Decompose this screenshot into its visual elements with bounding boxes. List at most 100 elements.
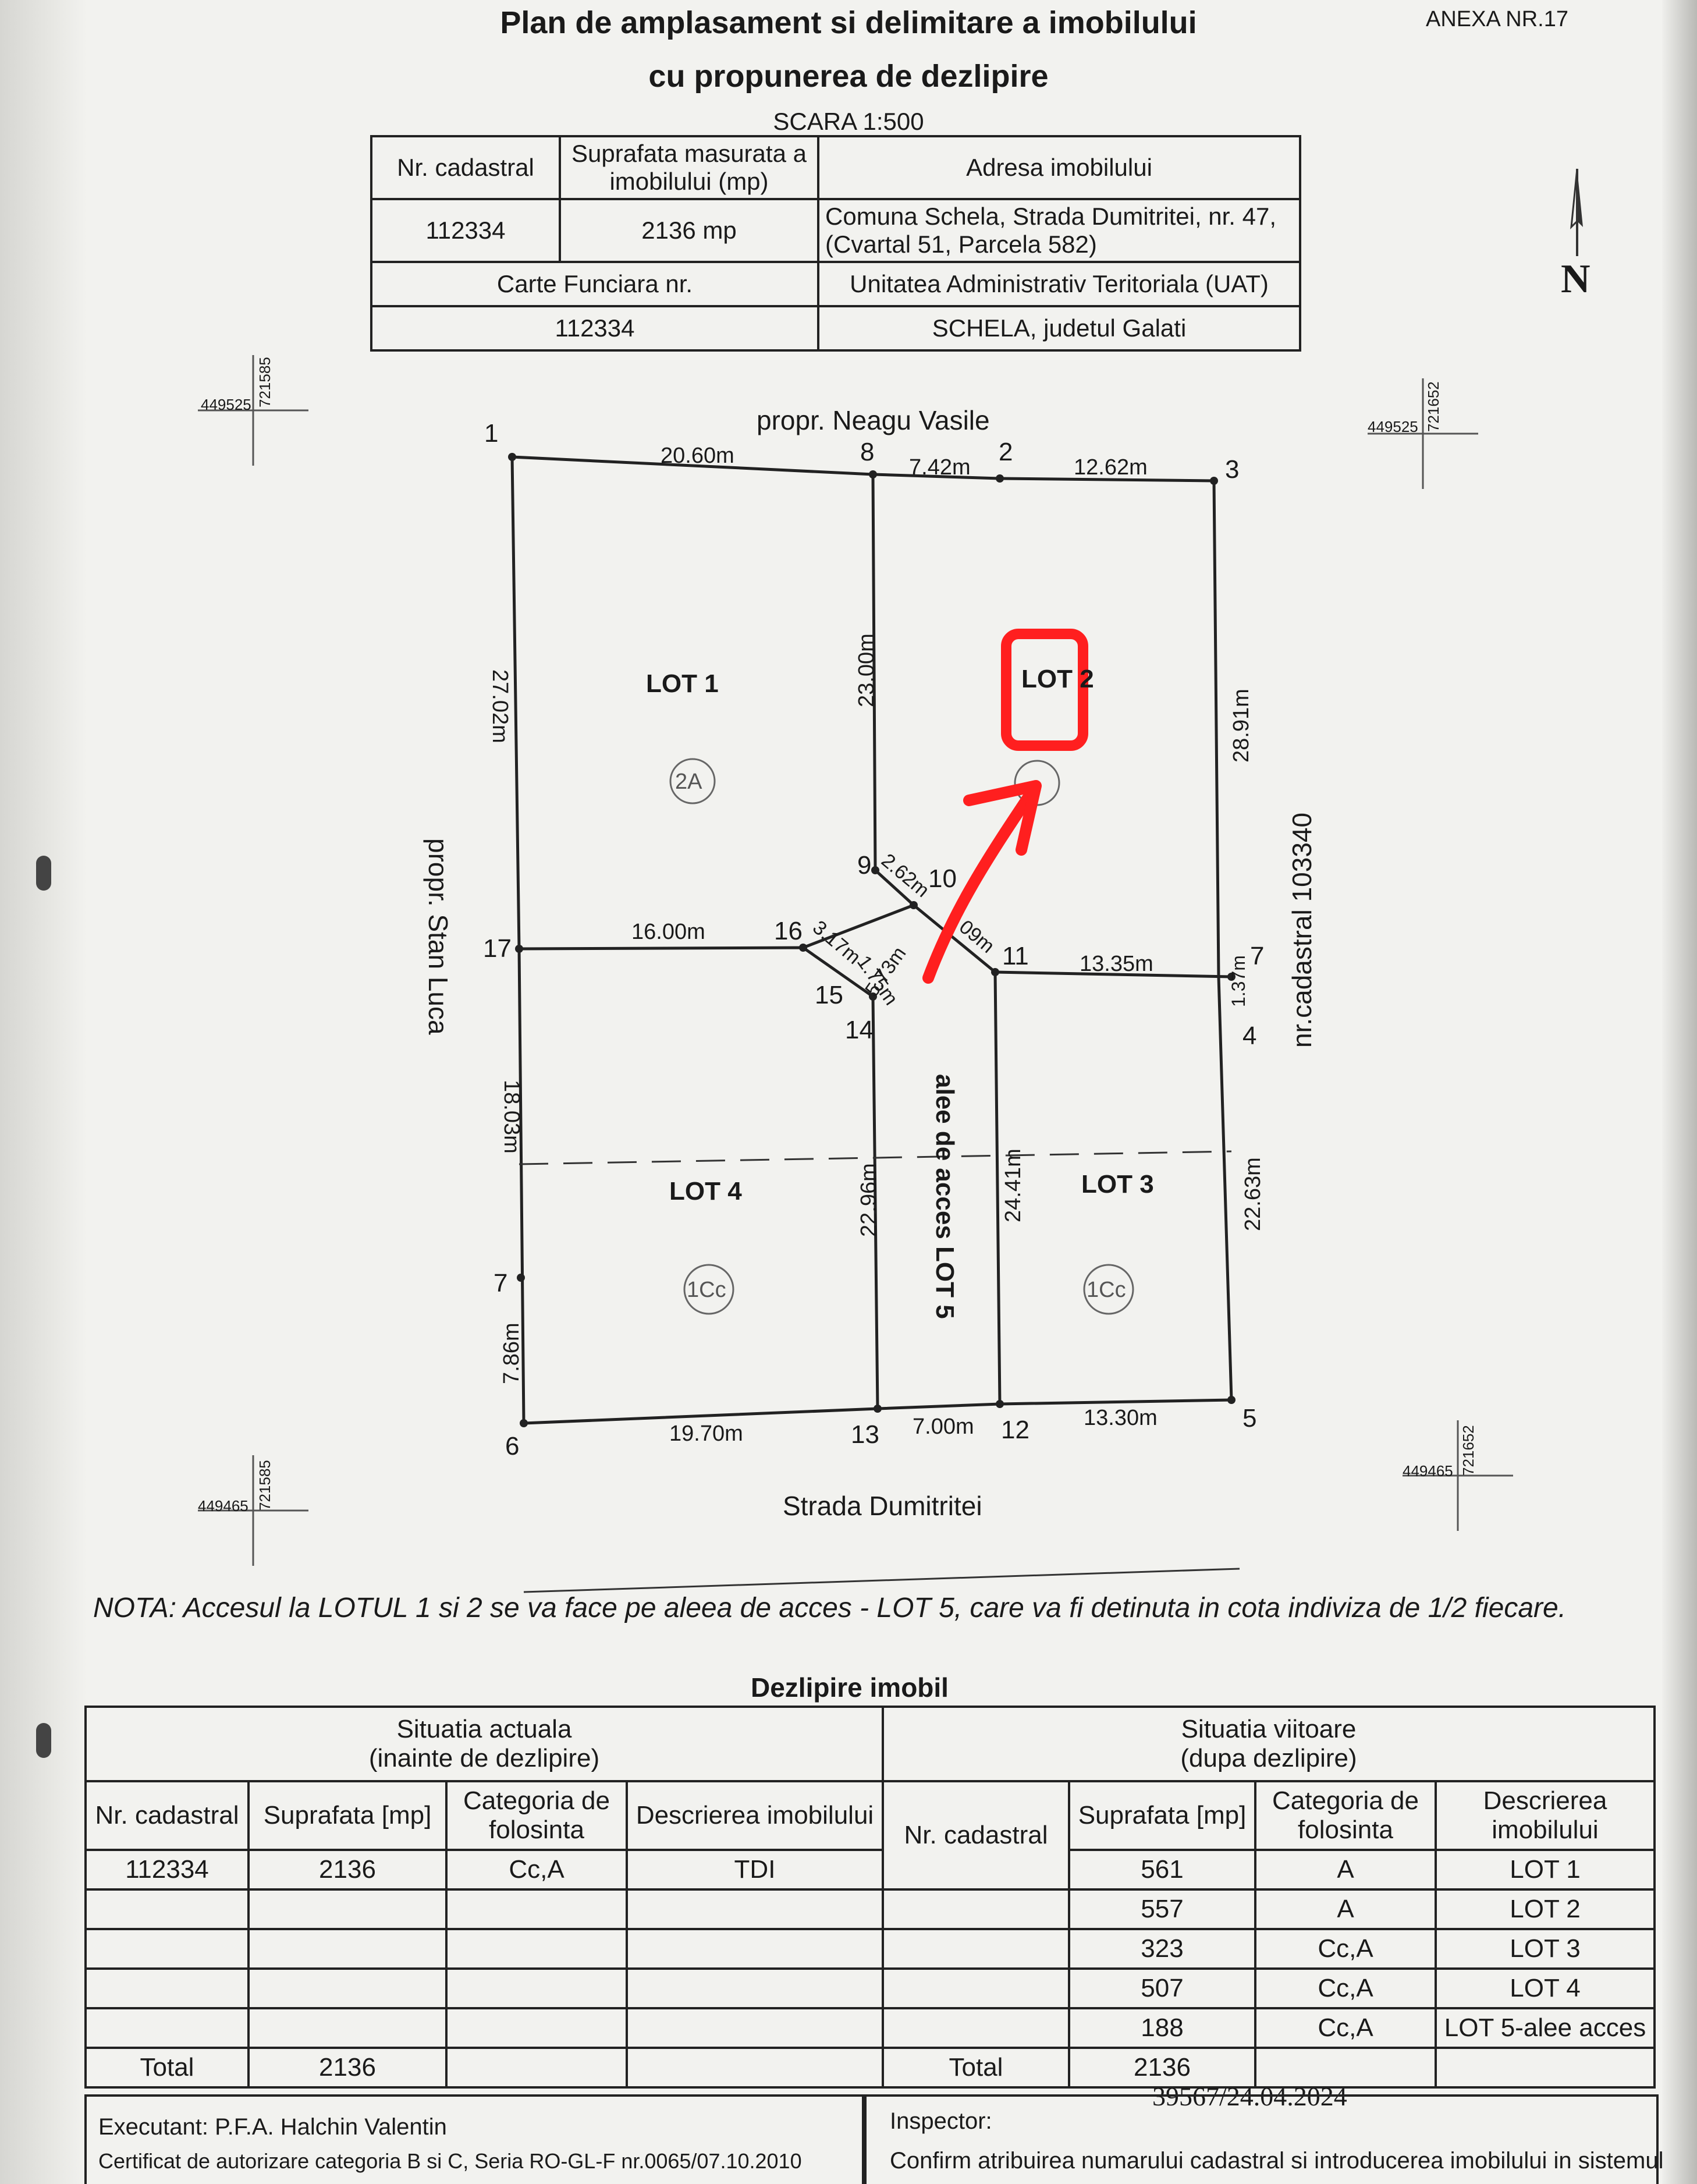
- dim-1-17: 27.02m: [488, 669, 512, 743]
- future-categoria: Cc,A: [1254, 1967, 1437, 2009]
- value-adresa: Comuna Schela, Strada Dumitritei, nr. 47…: [817, 198, 1301, 263]
- point-13: 13: [851, 1420, 879, 1449]
- future-suprafata: 507: [1068, 1967, 1256, 2009]
- col-header: Categoria de folosinta: [445, 1780, 628, 1851]
- value-carte-funciara: 112334: [370, 305, 819, 352]
- point-15: 15: [815, 981, 843, 1009]
- point-12: 12: [1001, 1416, 1029, 1444]
- point-7b: 7: [494, 1269, 508, 1297]
- street-south: Strada Dumitritei: [783, 1491, 982, 1521]
- dim-17-16: 16.00m: [631, 920, 705, 944]
- page-left-edge: [0, 0, 87, 2184]
- point-17: 17: [483, 934, 512, 963]
- value-uat: SCHELA, judetul Galati: [817, 305, 1301, 352]
- dim-11-7: 13.35m: [1080, 952, 1153, 976]
- table-row: 188 Cc,A LOT 5-alee acces: [84, 2007, 1656, 2049]
- point-9: 9: [857, 851, 872, 880]
- north-letter: N: [1561, 257, 1591, 302]
- header-adresa: Adresa imobilului: [817, 135, 1301, 200]
- table-row: 507 Cc,A LOT 4: [84, 1967, 1656, 2009]
- dim-13-12: 7.00m: [913, 1414, 974, 1439]
- lot3-category: 1Cc: [1087, 1278, 1126, 1302]
- future-categoria: A: [1254, 1849, 1437, 1891]
- total-label-future: Total: [882, 2047, 1070, 2089]
- future-suprafata: 561: [1068, 1849, 1256, 1891]
- annex-label: ANEXA NR.17: [1426, 7, 1568, 31]
- table-row: 557 A LOT 2: [84, 1888, 1656, 1930]
- future-descriere: LOT 3: [1435, 1928, 1656, 1970]
- actual-descriere: TDI: [626, 1849, 884, 1891]
- neighbor-north: propr. Neagu Vasile: [757, 405, 990, 435]
- col-header: Suprafata [mp]: [1068, 1780, 1256, 1851]
- dim-7-6: 7.86m: [499, 1323, 524, 1384]
- neighbor-east: nr.cadastral 103340: [1287, 812, 1317, 1048]
- col-header: Categoria de folosinta: [1254, 1780, 1437, 1851]
- value-cadastral: 112334: [370, 198, 561, 263]
- lot1-category: 2A: [675, 770, 702, 794]
- page-right-edge: [1662, 0, 1697, 2184]
- grid-cross-icon: [198, 1455, 308, 1566]
- grid-cross-icon: [1368, 378, 1478, 489]
- point-5: 5: [1242, 1404, 1257, 1433]
- actual-categoria: Cc,A: [445, 1849, 628, 1891]
- header-uat: Unitatea Administrativ Teritoriala (UAT): [817, 261, 1301, 307]
- future-descriere: LOT 5-alee acces: [1435, 2007, 1656, 2049]
- future-categoria: Cc,A: [1254, 2007, 1437, 2049]
- grid-cross-icon: [1403, 1420, 1513, 1531]
- info-table: Nr. cadastral Suprafata masurata a imobi…: [370, 135, 1301, 352]
- binder-hole: [36, 1723, 51, 1758]
- grid-e-label: 449465: [198, 1497, 248, 1515]
- neighbor-west: propr. Stan Luca: [423, 838, 453, 1035]
- grid-e-label: 449465: [1403, 1462, 1453, 1480]
- table-row: 323 Cc,A LOT 3: [84, 1928, 1656, 1970]
- point-8: 8: [860, 438, 875, 466]
- grid-e-label: 449525: [201, 396, 251, 413]
- dim-14-13: 22.96m: [857, 1163, 881, 1237]
- highlight-box: [1001, 629, 1088, 751]
- col-header: Nr. cadastral: [84, 1780, 250, 1851]
- lot5-label: alee de acces LOT 5: [931, 1074, 959, 1319]
- executant-box: Executant: P.F.A. Halchin Valentin Certi…: [84, 2094, 864, 2184]
- col-header: Suprafata [mp]: [247, 1780, 448, 1851]
- future-suprafata: 557: [1068, 1888, 1256, 1930]
- point-4: 4: [1242, 1022, 1257, 1050]
- lot4-label: LOT 4: [669, 1177, 742, 1206]
- dim-8-2: 7.42m: [909, 455, 971, 480]
- point-6: 6: [505, 1432, 520, 1460]
- dim-2-3: 12.62m: [1074, 455, 1148, 480]
- col-header: Descrierea imobilului: [1435, 1780, 1656, 1851]
- dezlipire-table: Situatia actuala (inainte de dezlipire) …: [84, 1706, 1656, 2089]
- north-arrow-icon: [1570, 168, 1583, 256]
- grid-cross-icon: [198, 355, 308, 466]
- dim-8-9: 23.00m: [854, 633, 879, 707]
- future-descriere: LOT 1: [1435, 1849, 1656, 1891]
- point-3: 3: [1225, 455, 1240, 484]
- binder-hole: [36, 856, 51, 891]
- header-situatia-viitoare: Situatia viitoare (dupa dezlipire): [882, 1706, 1656, 1782]
- future-suprafata: 323: [1068, 1928, 1256, 1970]
- actual-cadastral: 112334: [84, 1849, 250, 1891]
- dim-3-7: 28.91m: [1229, 689, 1254, 763]
- page-subtitle: cu propunerea de dezlipire: [648, 59, 1049, 94]
- point-11: 11: [1002, 942, 1029, 970]
- future-descriere: LOT 2: [1435, 1888, 1656, 1930]
- future-categoria: Cc,A: [1254, 1928, 1437, 1970]
- point-1: 1: [484, 419, 499, 448]
- dim-12-5: 13.30m: [1084, 1406, 1158, 1430]
- dim-17-7: 18.03m: [499, 1080, 524, 1154]
- dim-11-12: 24.41m: [1001, 1148, 1025, 1222]
- lot1-label: LOT 1: [646, 669, 719, 698]
- header-situatia-actuala: Situatia actuala (inainte de dezlipire): [84, 1706, 884, 1782]
- lot2-label: LOT 2: [1021, 665, 1094, 693]
- point-2: 2: [999, 438, 1013, 466]
- header-carte-funciara: Carte Funciara nr.: [370, 261, 819, 307]
- lot4-category: 1Cc: [687, 1278, 726, 1302]
- future-categoria: A: [1254, 1888, 1437, 1930]
- lot3-label: LOT 3: [1081, 1170, 1154, 1199]
- header-cadastral: Nr. cadastral: [370, 135, 561, 200]
- scale-label: SCARA 1:500: [773, 108, 924, 135]
- col-header: Nr. cadastral: [882, 1780, 1070, 1891]
- point-10: 10: [928, 864, 957, 893]
- point-7a: 7: [1250, 942, 1265, 970]
